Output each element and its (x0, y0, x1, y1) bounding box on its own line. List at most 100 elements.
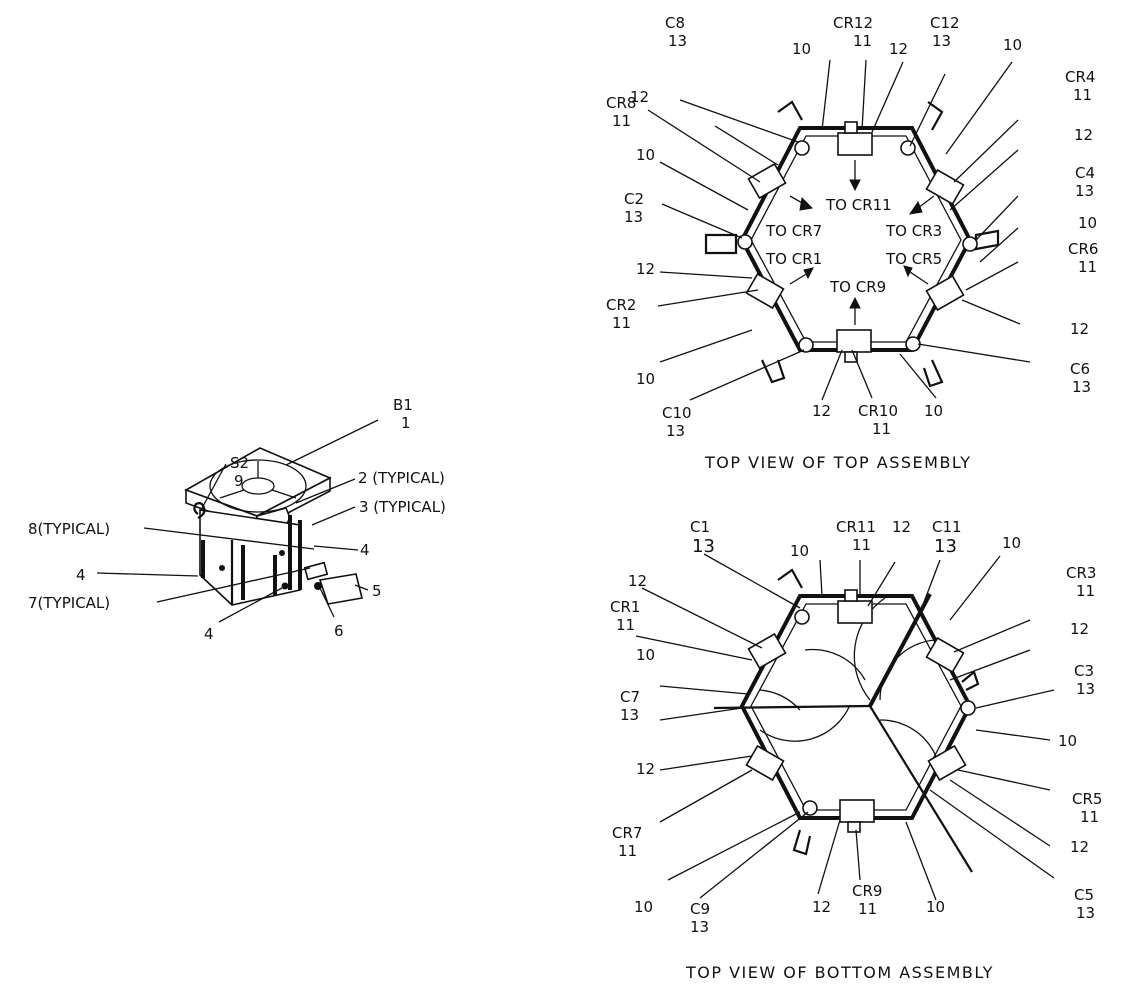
bottom-label-c11-ref: C11 (932, 518, 962, 536)
fan-grille-icon (209, 459, 307, 513)
bottom-label-10c: 10 (636, 646, 655, 664)
top-label-12e: 12 (1070, 320, 1089, 338)
top-view-caption: TOP VIEW OF TOP ASSEMBLY (704, 453, 971, 472)
top-label-c8-item: 13 (668, 32, 687, 50)
part-5-box (318, 573, 363, 605)
label-item6: 6 (334, 622, 344, 640)
top-label-c6-item: 13 (1072, 378, 1091, 396)
label-item7: 7(TYPICAL) (28, 594, 110, 612)
label-b1-item: 1 (401, 414, 411, 432)
top-label-cr10-item: 11 (872, 420, 891, 438)
top-assembly-view: C8 13 10 CR12 11 12 C12 13 10 12 CR4 11 … (606, 14, 1098, 472)
bottom-label-c5-item: 13 (1076, 904, 1095, 922)
bottom-label-10b: 10 (1002, 534, 1021, 552)
top-label-to-cr1: TO CR1 (765, 250, 822, 268)
top-label-to-cr9: TO CR9 (829, 278, 886, 296)
top-label-12f: 12 (812, 402, 831, 420)
bottom-label-c3-item: 13 (1076, 680, 1095, 698)
top-label-cr8-ref: CR8 (606, 94, 636, 112)
chassis-body (199, 509, 301, 606)
bottom-label-c9-item: 13 (690, 918, 709, 936)
top-label-to-cr5: TO CR5 (885, 250, 942, 268)
top-label-c12-ref: C12 (930, 14, 960, 32)
label-item3: 3 (TYPICAL) (359, 498, 446, 516)
bottom-label-10a: 10 (790, 542, 809, 560)
bottom-label-12a: 12 (892, 518, 911, 536)
bottom-label-cr5-ref: CR5 (1072, 790, 1102, 808)
bottom-label-12f: 12 (812, 898, 831, 916)
top-label-10c: 10 (636, 146, 655, 164)
top-label-10b: 10 (1003, 36, 1022, 54)
top-label-cr2-item: 11 (612, 314, 631, 332)
top-label-c2-item: 13 (624, 208, 643, 226)
top-label-to-cr7: TO CR7 (765, 222, 822, 240)
top-label-10d: 10 (1078, 214, 1097, 232)
bottom-label-cr7-item: 11 (618, 842, 637, 860)
bottom-label-cr9-item: 11 (858, 900, 877, 918)
top-label-10e: 10 (636, 370, 655, 388)
top-label-cr8-item: 11 (612, 112, 631, 130)
top-label-10a: 10 (792, 40, 811, 58)
top-label-cr10-ref: CR10 (858, 402, 898, 420)
bottom-label-10f: 10 (926, 898, 945, 916)
top-label-c10-ref: C10 (662, 404, 692, 422)
bottom-label-c11-item: 13 (934, 536, 957, 557)
top-label-12a: 12 (889, 40, 908, 58)
bottom-label-cr3-item: 11 (1076, 582, 1095, 600)
top-label-c12-item: 13 (932, 32, 951, 50)
bottom-label-c7-ref: C7 (620, 688, 640, 706)
top-label-cr2-ref: CR2 (606, 296, 636, 314)
isometric-assembly: B1 1 S2 9 2 (TYPICAL) 3 (TYPICAL) 8(TYPI… (28, 396, 446, 643)
bottom-label-cr3-ref: CR3 (1066, 564, 1096, 582)
bottom-label-c7-item: 13 (620, 706, 639, 724)
bottom-label-cr11-ref: CR11 (836, 518, 876, 536)
bottom-label-c9-ref: C9 (690, 900, 710, 918)
bottom-label-c5-ref: C5 (1074, 886, 1094, 904)
bottom-label-c1-item: 13 (692, 536, 715, 557)
top-label-12c: 12 (1074, 126, 1093, 144)
top-label-cr6-item: 11 (1078, 258, 1097, 276)
label-b1-ref: B1 (393, 396, 413, 414)
bottom-label-12d: 12 (636, 760, 655, 778)
bottom-hex-frame (739, 594, 973, 820)
top-label-cr4-item: 11 (1073, 86, 1092, 104)
label-item5: 5 (372, 582, 382, 600)
top-label-10f: 10 (924, 402, 943, 420)
bottom-label-12c: 12 (1070, 620, 1089, 638)
bottom-label-cr1-ref: CR1 (610, 598, 640, 616)
label-item4-right: 4 (360, 541, 370, 559)
top-label-12b: 12 (630, 88, 649, 106)
top-label-cr4-ref: CR4 (1065, 68, 1095, 86)
label-item8: 8(TYPICAL) (28, 520, 110, 538)
top-label-c4-item: 13 (1075, 182, 1094, 200)
top-label-c2-ref: C2 (624, 190, 644, 208)
top-label-cr12-ref: CR12 (833, 14, 873, 32)
bottom-label-cr9-ref: CR9 (852, 882, 882, 900)
bottom-label-12b: 12 (628, 572, 647, 590)
label-s2-ref: S2 (230, 454, 249, 472)
bottom-label-cr11-item: 11 (852, 536, 871, 554)
bottom-label-cr5-item: 11 (1080, 808, 1099, 826)
top-label-to-cr3: TO CR3 (885, 222, 942, 240)
top-label-c4-ref: C4 (1075, 164, 1095, 182)
label-s2-item: 9 (234, 472, 244, 490)
bottom-label-10d: 10 (1058, 732, 1077, 750)
bottom-label-10e: 10 (634, 898, 653, 916)
top-label-to-cr11: TO CR11 (825, 196, 892, 214)
top-label-c6-ref: C6 (1070, 360, 1090, 378)
bottom-label-c1-ref: C1 (690, 518, 710, 536)
label-item4-bottom: 4 (204, 625, 214, 643)
bottom-assembly-view: C1 13 10 CR11 11 12 C11 13 10 12 CR3 11 … (610, 518, 1102, 982)
label-item4-left: 4 (76, 566, 86, 584)
top-label-12d: 12 (636, 260, 655, 278)
bottom-label-cr1-item: 11 (616, 616, 635, 634)
switch-s2-icon (193, 502, 206, 519)
label-item2: 2 (TYPICAL) (358, 469, 445, 487)
top-label-cr6-ref: CR6 (1068, 240, 1098, 258)
top-label-cr12-item: 11 (853, 32, 872, 50)
top-label-c10-item: 13 (666, 422, 685, 440)
bottom-label-12e: 12 (1070, 838, 1089, 856)
bottom-view-caption: TOP VIEW OF BOTTOM ASSEMBLY (685, 963, 994, 982)
top-label-c8-ref: C8 (665, 14, 685, 32)
